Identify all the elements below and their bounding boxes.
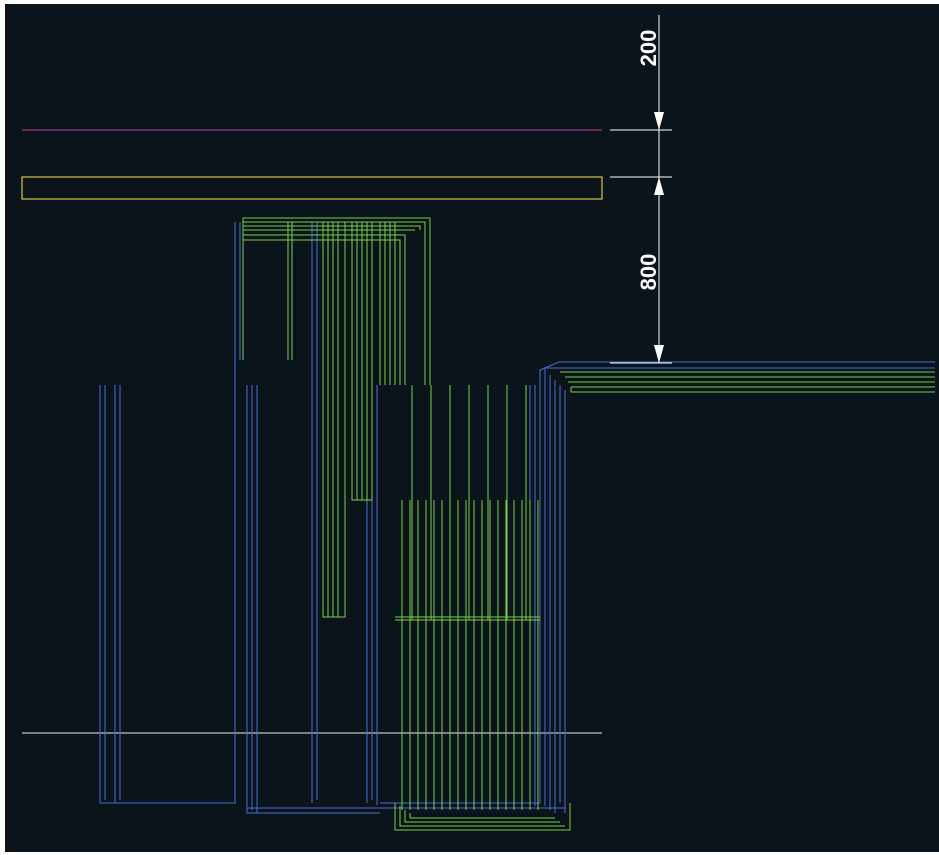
rebar-blue-line: [539, 361, 935, 803]
rebar-green-line: [570, 387, 935, 393]
rebar-green-line: [243, 239, 401, 385]
yellow-slab-outline: [21, 176, 603, 200]
rebar-green-line: [243, 234, 406, 385]
dimension-group: 200 800: [610, 15, 672, 364]
rebar-blue-line: [246, 385, 380, 814]
dimension-label-800: 800: [636, 254, 661, 291]
rebar-green-group: [242, 217, 935, 831]
rebar-green-line: [322, 222, 346, 618]
dimension-label-200: 200: [636, 30, 661, 67]
rebar-green-line: [399, 806, 565, 827]
rebar-green-line: [243, 221, 426, 385]
slab-group: [21, 176, 603, 200]
rebar-blue-line: [99, 222, 236, 804]
arrow-upper-dimension-end: [654, 112, 664, 130]
arrow-lower-dimension-start: [654, 177, 664, 195]
canvas-background: [5, 4, 939, 852]
rebar-green-line: [243, 225, 421, 230]
rebar-green-line: [409, 813, 555, 819]
rebar-green-line: [243, 217, 431, 385]
rebar-blue-line: [544, 367, 935, 806]
rebar-green-line: [394, 803, 571, 831]
rebar-green-line: [404, 810, 560, 823]
arrow-bottom-dimension-end: [654, 345, 664, 363]
